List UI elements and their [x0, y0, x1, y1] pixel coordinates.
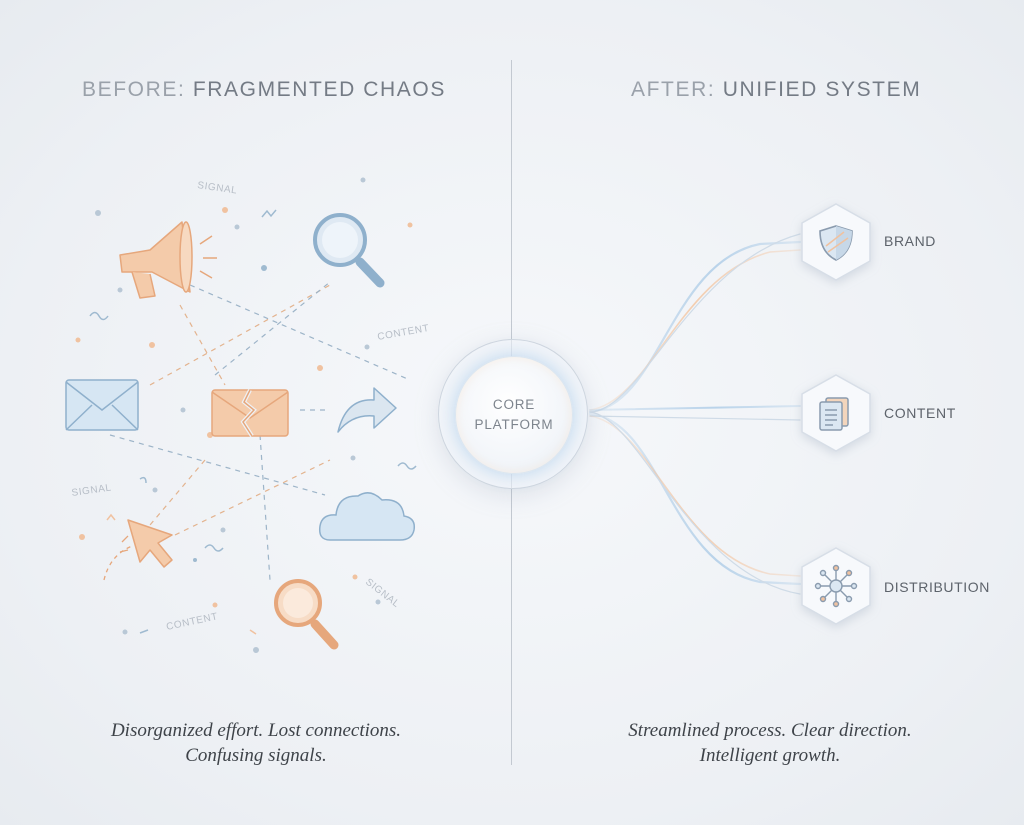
core-label-line1: CORE — [492, 397, 536, 412]
core-platform-hub: CORE PLATFORM — [438, 339, 588, 489]
dashed-line — [174, 459, 331, 536]
floating-word: SIGNAL — [71, 482, 112, 498]
dashed-line — [149, 284, 331, 386]
before-caption-line1: Disorganized effort. Lost connections. — [110, 720, 402, 741]
floating-word: CONTENT — [377, 323, 431, 343]
node-label-content: CONTENT — [884, 405, 956, 421]
floating-word: SIGNAL — [197, 180, 238, 196]
before-title-main: FRAGMENTED CHAOS — [192, 78, 446, 101]
magnifier-icon — [274, 579, 339, 650]
magnifier-icon — [313, 213, 385, 288]
after-caption-line1: Streamlined process. Clear direction. — [628, 720, 912, 741]
network-icon — [814, 564, 858, 608]
before-title: BEFORE: FRAGMENTED CHAOS — [82, 78, 446, 102]
envelope-icon — [65, 379, 139, 431]
after-title-main: UNIFIED SYSTEM — [722, 78, 922, 101]
before-title-prefix: BEFORE: — [82, 78, 186, 101]
cursor-icon — [103, 519, 173, 581]
after-title: AFTER: UNIFIED SYSTEM — [631, 78, 921, 102]
confetti — [75, 177, 417, 653]
cloud-icon — [318, 492, 416, 541]
dashed-line — [214, 281, 331, 376]
floating-word: SIGNAL — [363, 577, 402, 610]
floating-word: CONTENT — [165, 611, 219, 633]
broken-envelope-icon — [211, 389, 289, 438]
after-caption-line2: Intelligent growth. — [699, 745, 841, 766]
arrow-icon — [337, 387, 397, 433]
before-caption: Disorganized effort. Lost connections. C… — [66, 718, 446, 768]
core-label-line2: PLATFORM — [474, 417, 554, 432]
broken-connections — [109, 281, 411, 581]
shield-icon — [819, 225, 853, 261]
documents-icon — [819, 397, 849, 431]
dashed-line — [149, 459, 206, 526]
core-platform-circle: CORE PLATFORM — [455, 356, 573, 474]
dashed-line — [259, 434, 271, 581]
megaphone-icon — [119, 221, 217, 299]
node-label-distribution: DISTRIBUTION — [884, 579, 990, 595]
flow-lines — [588, 233, 802, 595]
dashed-line — [109, 434, 326, 496]
before-caption-line2: Confusing signals. — [185, 745, 327, 766]
after-caption: Streamlined process. Clear direction. In… — [580, 718, 960, 768]
node-label-brand: BRAND — [884, 233, 937, 249]
after-title-prefix: AFTER: — [631, 78, 716, 101]
